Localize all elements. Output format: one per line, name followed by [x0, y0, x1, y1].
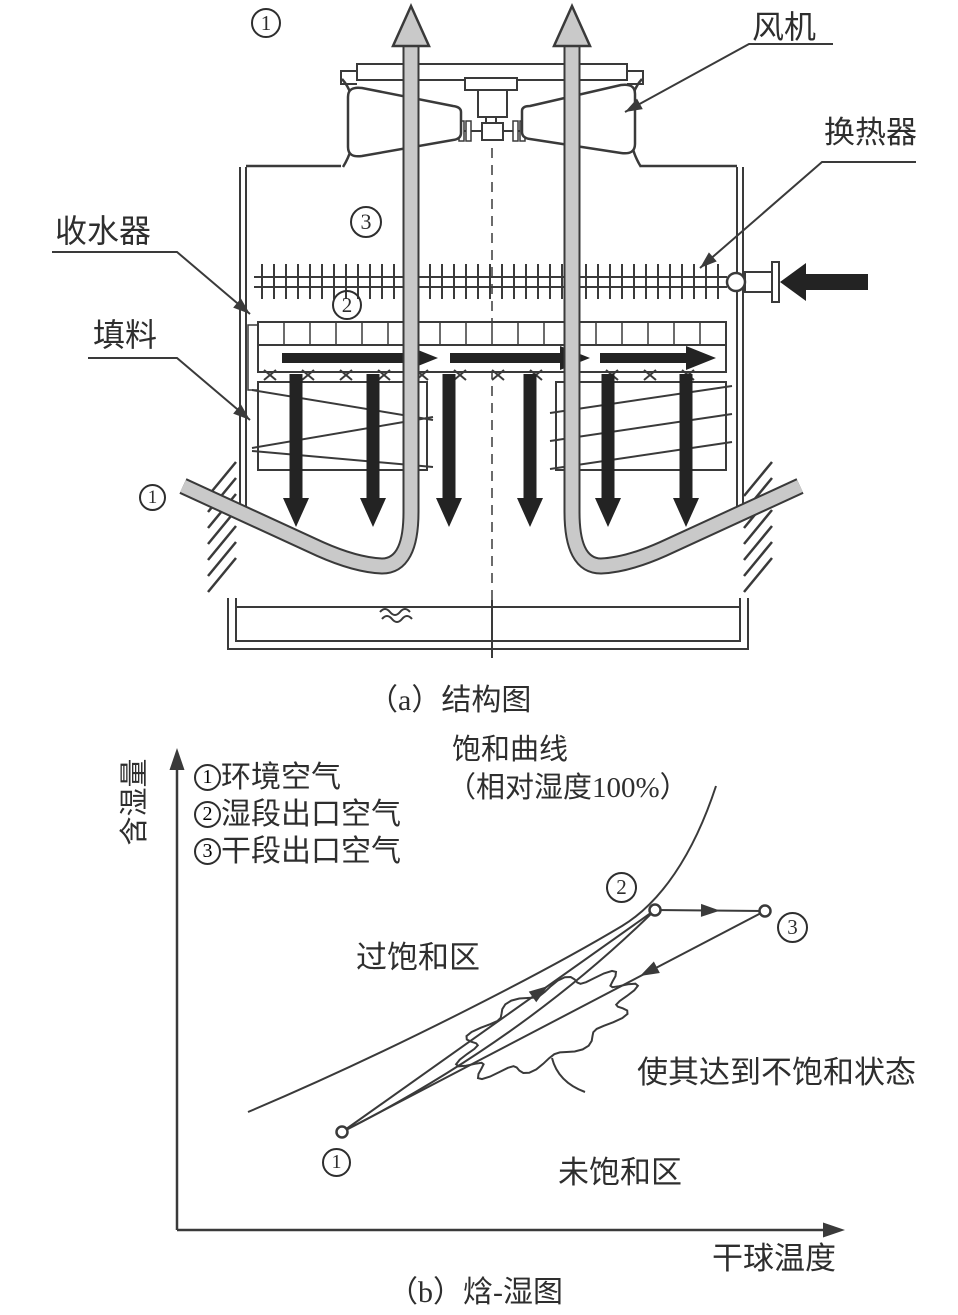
chart-marker-1: 1 — [322, 1148, 351, 1177]
annotation-unsaturated-state: 使其达到不饱和状态 — [637, 1055, 916, 1090]
fan-label: 风机 — [752, 9, 817, 45]
cooling-tower-structure — [52, 2, 916, 658]
tower-walls — [239, 164, 744, 516]
supersaturated-region-label: 过饱和区 — [356, 940, 480, 975]
caption-psychrometric: （b）焓-湿图 — [388, 1276, 563, 1309]
hot-water-inlet-arrow-icon — [780, 263, 868, 301]
fan-hub — [481, 122, 504, 141]
distribution-channel — [257, 344, 727, 373]
axis-arrowheads — [169, 748, 845, 1238]
caption-structure: （a）结构图 — [368, 684, 532, 717]
legend-item-3: 3 干段出口空气 — [194, 835, 401, 868]
saturation-curve-label: 饱和曲线 — [452, 734, 569, 766]
coil-fins — [261, 264, 719, 299]
legend-label-3: 干段出口空气 — [221, 835, 401, 868]
legend-marker-1: 1 — [194, 764, 221, 791]
heat-exchanger-label: 换热器 — [824, 115, 917, 150]
spray-water-arrows — [283, 374, 699, 527]
legend-marker-2: 2 — [194, 801, 221, 828]
chart-marker-2: 2 — [606, 872, 637, 903]
state-point-markers — [335, 903, 772, 1139]
state-point-1 — [335, 1125, 349, 1139]
air-outlet-arrowhead-left — [391, 2, 431, 48]
air-flow-ducts — [179, 2, 804, 575]
marker-3-dry-section: 3 — [350, 206, 382, 238]
water-collector-label: 收水器 — [55, 213, 152, 249]
chart-marker-3: 3 — [777, 912, 808, 943]
cloud-callout-curve — [551, 1057, 586, 1093]
marker-1-top: 1 — [251, 8, 281, 38]
y-axis-label: 含湿量 — [119, 758, 152, 846]
fill-label: 填料 — [93, 317, 158, 353]
line-3-to-1 — [341, 910, 766, 1133]
heat-exchanger-coil — [254, 261, 780, 303]
water-flow-arrows — [282, 346, 716, 370]
fan-motor — [464, 77, 518, 91]
legend-item-1: 1 环境空气 — [194, 761, 341, 794]
plume-cloud-outline — [454, 969, 640, 1081]
chart-axes — [175, 770, 827, 1232]
fan-assembly — [340, 63, 644, 168]
marker-2-wet-section: 2 — [332, 290, 362, 320]
state-point-3 — [758, 904, 772, 918]
air-outlet-arrowhead-right — [552, 2, 592, 48]
saturation-curve — [247, 785, 717, 1113]
label-leader-lines — [52, 43, 916, 421]
legend-item-2: 2 湿段出口空气 — [194, 798, 401, 831]
state-point-2 — [648, 903, 662, 917]
water-basin — [227, 598, 749, 650]
marker-1-intake: 1 — [139, 484, 166, 511]
psychrometric-chart — [169, 748, 845, 1238]
water-surface-waves-icon — [379, 608, 411, 616]
process-arrowheads — [528, 903, 720, 1003]
x-axis-label: 干球温度 — [712, 1241, 836, 1276]
legend-marker-3: 3 — [194, 838, 221, 865]
legend-label-1: 环境空气 — [221, 761, 341, 794]
unsaturated-region-label: 未饱和区 — [558, 1155, 682, 1190]
saturation-curve-sublabel: （相对湿度100%） — [447, 772, 689, 804]
legend-label-2: 湿段出口空气 — [221, 798, 401, 831]
